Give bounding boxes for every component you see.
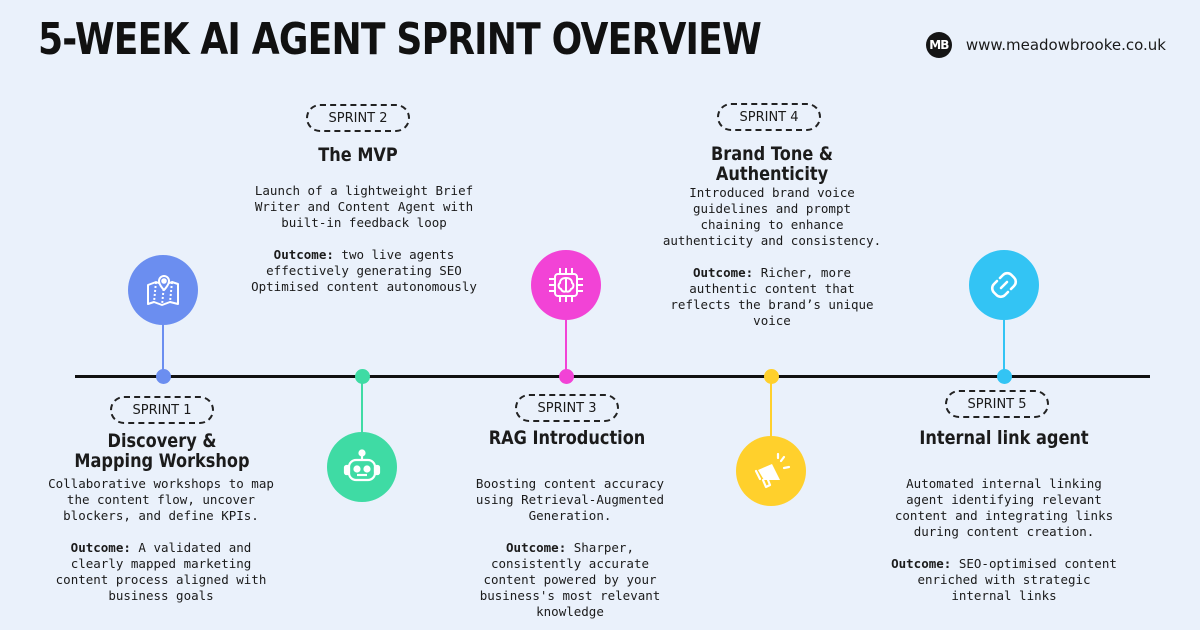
sprint-3-description: Boosting content accuracy using Retrieva… — [475, 476, 665, 523]
sprint-5-stem — [1003, 318, 1005, 372]
sprint-5-icon-circle — [969, 250, 1039, 320]
sprint-3-outcome-text: Outcome: Sharper, consistently accurate … — [472, 540, 668, 620]
sprint-5-outcome: SEO-optimised content enriched with stra… — [917, 556, 1117, 603]
sprint-1-stem — [162, 320, 164, 372]
sprint-4-dot — [764, 369, 779, 384]
brand: MB www.meadowbrooke.co.uk — [925, 32, 1166, 58]
page-title: 5-WEEK AI AGENT SPRINT OVERVIEW — [38, 14, 762, 65]
sprint-1-dot — [156, 369, 171, 384]
sprint-1-icon-circle — [128, 255, 198, 325]
sprint-5-outcome-label: Outcome: — [891, 556, 952, 571]
sprint-2-outcome-label: Outcome: — [273, 247, 334, 262]
sprint-4-stem — [770, 381, 772, 437]
sprint-3-stem — [565, 318, 567, 372]
sprint-1-heading: Discovery & Mapping Workshop — [74, 430, 250, 472]
robot-icon — [343, 449, 381, 482]
sprint-3-body: Boosting content accuracy using Retrieva… — [472, 476, 668, 620]
timeline-line — [75, 375, 1150, 378]
sprint-5-heading: Internal link agent — [919, 427, 1089, 449]
sprint-4-icon-circle — [736, 436, 806, 506]
sprint-2-heading: The MVP — [318, 144, 398, 166]
sprint-1-outcome: A validated and clearly mapped marketing… — [55, 540, 267, 603]
sprint-2-body: Launch of a lightweight Brief Writer and… — [244, 183, 484, 295]
sprint-4-outcome-label: Outcome: — [692, 265, 754, 280]
sprint-2-pill: SPRINT 2 — [306, 104, 410, 132]
sprint-5-dot — [997, 369, 1012, 384]
sprint-2-outcome-text: Outcome: two live agents effectively gen… — [244, 247, 484, 295]
sprint-4-description: Introduced brand voice guidelines and pr… — [662, 185, 882, 248]
sprint-1-description: Collaborative workshops to map the conte… — [48, 476, 274, 523]
sprint-3-dot — [559, 369, 574, 384]
brand-url[interactable]: www.meadowbrooke.co.uk — [965, 36, 1166, 54]
sprint-4-body: Introduced brand voice guidelines and pr… — [662, 185, 882, 329]
sprint-3-pill: SPRINT 3 — [515, 394, 619, 422]
sprint-1-outcome-label: Outcome: — [70, 540, 131, 555]
sprint-3-outcome: Sharper, consistently accurate content p… — [479, 540, 661, 619]
sprint-5-body: Automated internal linking agent identif… — [884, 476, 1124, 604]
sprint-2-description: Launch of a lightweight Brief Writer and… — [254, 183, 474, 230]
map-pin-icon — [147, 275, 179, 306]
brain-chip-icon — [549, 268, 583, 302]
sprint-1-outcome-text: Outcome: A validated and clearly mapped … — [45, 540, 277, 604]
sprint-5-outcome-text: Outcome: SEO-optimised content enriched … — [884, 556, 1124, 604]
sprint-1-body: Collaborative workshops to map the conte… — [45, 476, 277, 604]
sprint-4-pill: SPRINT 4 — [717, 103, 821, 131]
megaphone-icon — [754, 452, 791, 489]
sprint-1-pill: SPRINT 1 — [110, 396, 214, 424]
sprint-4-heading: Brand Tone & Authenticity — [710, 143, 833, 185]
link-icon — [991, 272, 1017, 298]
sprint-2-outcome: two live agents effectively generating S… — [251, 247, 477, 294]
sprint-2-stem — [361, 381, 363, 435]
sprint-5-description: Automated internal linking agent identif… — [894, 476, 1114, 539]
sprint-2-icon-circle — [327, 432, 397, 502]
sprint-3-outcome-label: Outcome: — [506, 540, 567, 555]
sprint-3-heading: RAG Introduction — [488, 427, 646, 449]
brand-logo: MB — [925, 32, 952, 58]
sprint-5-pill: SPRINT 5 — [945, 390, 1049, 418]
sprint-4-outcome-text: Outcome: Richer, more authentic content … — [662, 265, 882, 329]
sprint-3-icon-circle — [531, 250, 601, 320]
sprint-2-dot — [355, 369, 370, 384]
sprint-4-outcome: Richer, more authentic content that refl… — [670, 265, 874, 328]
